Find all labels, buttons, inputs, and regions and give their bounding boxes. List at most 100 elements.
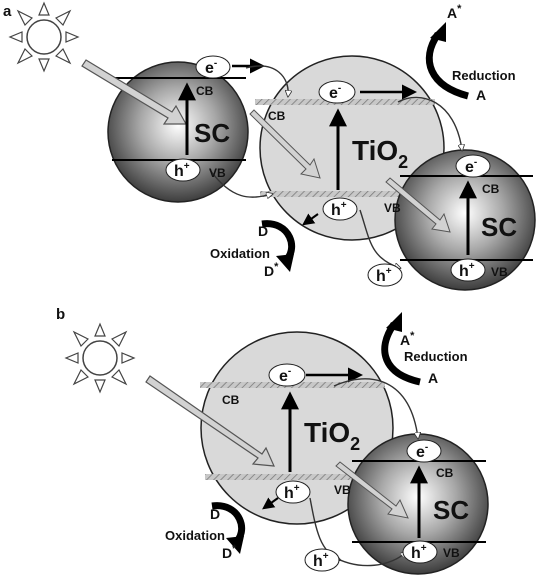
diagram-text: * — [232, 543, 237, 555]
diagram-text: 2 — [350, 434, 360, 454]
diagram-text: e- — [329, 83, 341, 102]
diagram-text: A — [400, 332, 410, 348]
diagram-text: * — [457, 3, 462, 15]
diagram-text: h — [313, 553, 323, 570]
hole-oxidation-arrow — [262, 497, 279, 510]
diagram-text: e — [329, 85, 338, 102]
light-arrow — [145, 375, 275, 467]
tio2-electron — [268, 363, 306, 387]
diagram-text: e — [416, 444, 425, 461]
diagram-text: e — [465, 159, 474, 176]
diagram-text: - — [288, 366, 291, 377]
sc-label: SC — [433, 495, 469, 525]
diagram-text: h+ — [411, 543, 427, 562]
diagram-text: + — [341, 200, 347, 211]
diagram-text: h — [376, 268, 386, 285]
acceptor-label: A — [476, 87, 486, 103]
diagram-text: A — [447, 5, 457, 21]
diagram-text: h — [459, 263, 469, 280]
electron-curve-arrow — [245, 65, 288, 96]
panel-label: b — [56, 306, 65, 323]
diagram-text: h+ — [459, 261, 475, 280]
diagram-text: h+ — [376, 266, 392, 285]
sc-hole — [402, 540, 438, 564]
diagram-text: h+ — [174, 161, 190, 180]
tio2-label: TiO2 — [352, 135, 408, 172]
sc-right-electron — [455, 154, 491, 178]
hole-curve-arrow-sc — [331, 552, 406, 567]
diagram-text: - — [474, 157, 477, 168]
acceptor-excited-label: A* — [447, 3, 462, 21]
donor-excited-label: D* — [264, 261, 279, 279]
diagram-text: h+ — [331, 200, 347, 219]
tio2-vb-band — [205, 474, 385, 480]
diagram-text: D — [264, 263, 274, 279]
diagram-text: e- — [279, 366, 291, 385]
diagram-text: + — [469, 261, 475, 272]
reduction-label: Reduction — [452, 68, 516, 83]
panel-a: a — [3, 1, 536, 291]
diagram-text: h — [284, 485, 294, 502]
tio2-hole — [322, 197, 358, 221]
diagram-text: e- — [465, 157, 477, 176]
diagram-text: e — [279, 368, 288, 385]
sc-light-arrow — [335, 461, 409, 519]
sc-right-vb-label: VB — [491, 265, 508, 279]
tio2-vb-label: VB — [384, 201, 401, 215]
donor-label: D — [258, 223, 268, 239]
diagram-text: + — [323, 551, 329, 562]
diagram-text: h — [174, 163, 184, 180]
diagram-text: + — [386, 266, 392, 277]
sc-right-light-arrow — [385, 177, 451, 233]
hole-oxidation-arrow — [302, 213, 319, 226]
sc-right-label: SC — [481, 212, 517, 242]
electron-curve-arrow — [333, 378, 418, 438]
sc-left-vb-label: VB — [209, 166, 226, 180]
diagram-text: - — [338, 83, 341, 94]
hole-curve-arrow — [209, 169, 272, 197]
sc-cb-label: CB — [436, 466, 454, 480]
reduction-arrowhead — [386, 312, 402, 332]
acceptor-excited-label: A* — [400, 330, 415, 348]
diagram-text: D — [222, 545, 232, 561]
sc-left-electron — [195, 55, 231, 79]
diagram-text: - — [425, 442, 428, 453]
oxidation-label: Oxidation — [210, 246, 270, 261]
diagram-text: h+ — [284, 483, 300, 502]
diagram-text: e- — [416, 442, 428, 461]
diagram-text: + — [184, 161, 190, 172]
diagram-text: e — [205, 60, 214, 77]
sc-right-hole — [450, 258, 486, 282]
oxidation-arrowhead — [226, 536, 244, 554]
tio2-electron — [318, 80, 356, 104]
diagram-text: h+ — [313, 551, 329, 570]
diagram-text: + — [421, 543, 427, 554]
acceptor-label: A — [428, 370, 438, 386]
light-arrow — [81, 59, 188, 125]
diagram-text: h — [411, 545, 421, 562]
extra-hole — [304, 548, 340, 572]
panel-b: b — [56, 306, 489, 575]
panel-label: a — [3, 3, 12, 20]
tio2-light-arrow — [249, 109, 321, 179]
reduction-arrowhead — [430, 22, 446, 42]
sun-icon — [64, 322, 136, 394]
sc-left-cb-label: CB — [196, 84, 214, 98]
tio2-hole — [275, 480, 311, 504]
donor-label: D — [210, 506, 220, 522]
sc-vb-label: VB — [443, 546, 460, 560]
reduction-label: Reduction — [404, 349, 468, 364]
diagram-text: 2 — [398, 152, 408, 172]
diagram-text: + — [294, 483, 300, 494]
tio2-cb-label: CB — [222, 393, 240, 407]
tio2-cb-label: CB — [268, 109, 286, 123]
sun-icon — [8, 1, 80, 73]
sc-right-cb-label: CB — [482, 182, 500, 196]
sc-electron — [406, 439, 442, 463]
tio2-vb-band — [260, 191, 440, 197]
reduction-arrow — [425, 32, 469, 100]
sc-left-label: SC — [194, 118, 230, 148]
oxidation-arrowhead — [276, 254, 294, 272]
oxidation-label: Oxidation — [165, 528, 225, 543]
